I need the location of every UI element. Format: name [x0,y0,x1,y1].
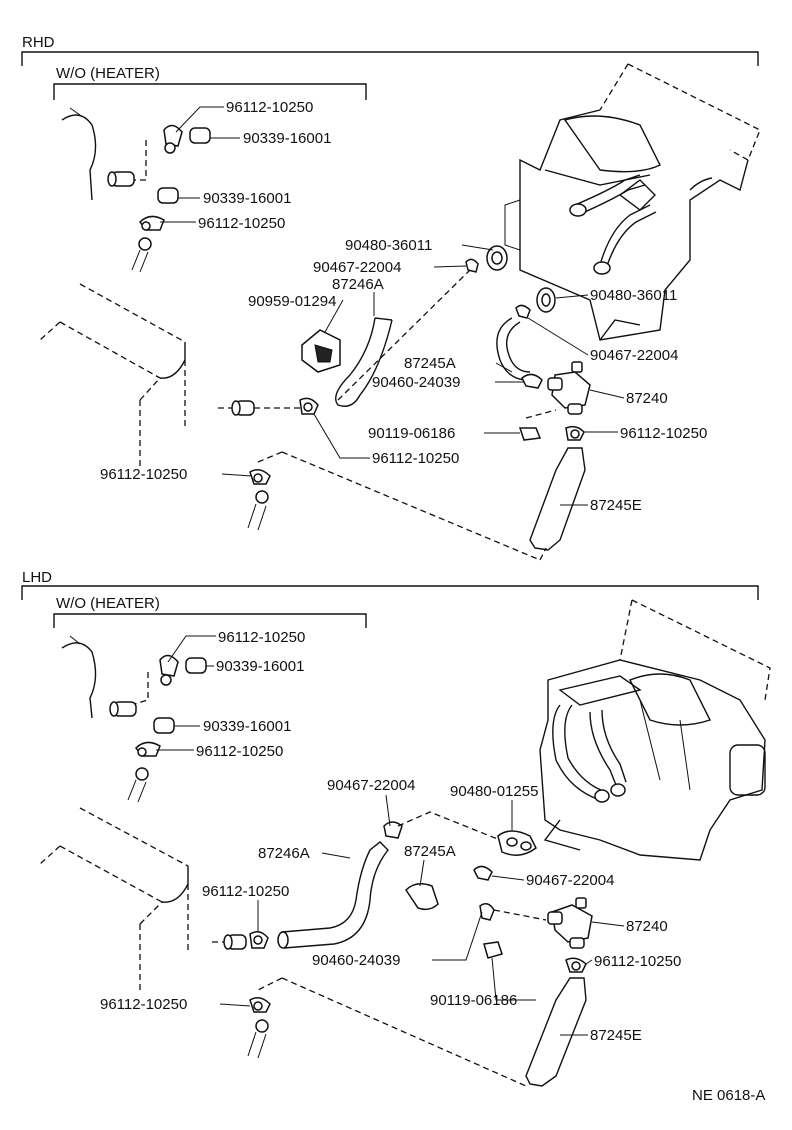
lhd-leaders [156,635,625,1036]
lhd-label-clamp-hose: 96112-10250 [202,883,289,900]
figure-code: NE 0618-A [692,1087,765,1104]
lhd-section: LHD W/O (HEATER) [21,569,771,1087]
lhd-label-hose-246a: 87246A [258,845,310,862]
rhd-wo-bracket [53,83,367,100]
rhd-label-grommet-upper: 90480-36011 [345,237,432,254]
rhd-label-clamp-mid: 96112-10250 [198,215,285,232]
lhd-label-hose-245a: 87245A [404,843,456,860]
lhd-subtitle: W/O (HEATER) [56,595,160,612]
lhd-label-clip-upper: 90467-22004 [327,777,415,794]
lhd-title: LHD [22,569,52,586]
rhd-valve-assembly [247,245,591,561]
lhd-label-plug-mid: 90339-16001 [203,718,291,735]
rhd-engine-block [39,283,186,470]
rhd-label-clamp-top: 96112-10250 [226,99,313,116]
lhd-valve-assembly [247,830,593,1087]
rhd-label-grommet-lower: 90480-36011 [590,287,677,304]
rhd-label-plug-top: 90339-16001 [243,130,331,147]
lhd-label-plug-top: 90339-16001 [216,658,304,675]
rhd-section: RHD W/O (HEATER) [21,34,761,561]
rhd-leaders [160,106,625,506]
rhd-label-clamp-valve: 96112-10250 [620,425,707,442]
rhd-label-clip-lower: 90467-22004 [590,347,678,364]
rhd-wo-parts [61,107,211,273]
rhd-label-bolt: 90119-06186 [368,425,455,442]
rhd-label-clip-upper: 90467-22004 [313,259,401,276]
rhd-subtitle: W/O (HEATER) [56,65,160,82]
lhd-wo-bracket [53,613,367,628]
lhd-label-hose-245e: 87245E [590,1027,642,1044]
rhd-hose-assembly [218,269,541,561]
lhd-heater-unit [539,599,771,861]
rhd-label-hose-245a: 87245A [404,355,456,372]
rhd-label-hose-245e: 87245E [590,497,642,514]
lhd-wo-parts [61,635,207,803]
rhd-bracket-line [21,51,759,66]
lhd-engine-block [39,807,189,994]
lhd-label-grommet: 90480-01255 [450,783,538,800]
rhd-heater-unit [504,63,761,341]
rhd-label-clamp-bottom: 96112-10250 [100,466,187,483]
lhd-label-clamp-valve: 96112-10250 [594,953,681,970]
lhd-label-valve: 87240 [626,918,668,935]
rhd-label-bracket: 90959-01294 [248,293,336,310]
lhd-hose-assembly [212,811,527,1087]
rhd-label-plug-mid: 90339-16001 [203,190,291,207]
lhd-label-bolt: 90119-06186 [430,992,517,1009]
lhd-label-clamp-top: 96112-10250 [218,629,305,646]
rhd-label-clamp-hose: 96112-10250 [372,450,459,467]
lhd-label-clamp-mid: 96112-10250 [196,743,283,760]
rhd-label-clamp-band: 90460-24039 [372,374,460,391]
rhd-label-hose-246a: 87246A [332,276,384,293]
lhd-label-clamp-bottom: 96112-10250 [100,996,187,1013]
lhd-label-clip-lower: 90467-22004 [526,872,614,889]
lhd-label-clamp-band: 90460-24039 [312,952,400,969]
rhd-label-valve: 87240 [626,390,668,407]
rhd-title: RHD [22,34,55,51]
lhd-bracket-line [21,585,759,600]
